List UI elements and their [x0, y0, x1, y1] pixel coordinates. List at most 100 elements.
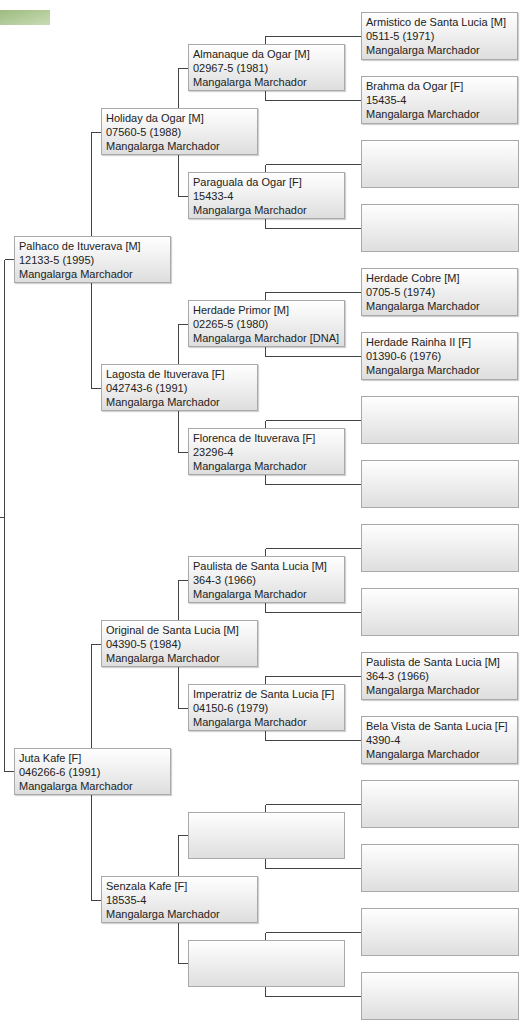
pedigree-connector — [179, 325, 189, 365]
horse-name: Juta Kafe [F] — [19, 751, 166, 765]
registration-number: 0705-5 (1974) — [366, 285, 513, 299]
corner-tab — [0, 10, 50, 25]
breed: Mangalarga Marchador — [366, 43, 513, 57]
registration-number: 02967-5 (1981) — [193, 61, 340, 75]
pedigree-connector — [266, 293, 362, 301]
horse-name: Palhaco de Ituverava [M] — [19, 239, 166, 253]
breed: Mangalarga Marchador — [106, 651, 253, 665]
horse-name: Herdade Rainha II [F] — [366, 335, 513, 349]
breed: Mangalarga Marchador — [106, 907, 253, 921]
registration-number: 07560-5 (1988) — [106, 125, 253, 139]
horse-name: Holiday da Ogar [M] — [106, 111, 253, 125]
empty-box — [189, 813, 345, 859]
registration-number: 04390-5 (1984) — [106, 637, 253, 651]
pedigree-connector — [92, 645, 102, 749]
registration-number: 15433-4 — [193, 189, 340, 203]
pedigree-box: Original de Santa Lucia [M]04390-5 (1984… — [101, 620, 258, 667]
breed: Mangalarga Marchador — [366, 107, 513, 121]
breed: Mangalarga Marchador — [193, 459, 340, 473]
horse-name: Herdade Primor [M] — [193, 303, 340, 317]
pedigree-box: Paulista de Santa Lucia [M]364-3 (1966)M… — [361, 652, 518, 700]
pedigree-box: Senzala Kafe [F]18535-4Mangalarga Marcha… — [101, 876, 258, 923]
pedigree-box: Herdade Cobre [M]0705-5 (1974)Mangalarga… — [361, 268, 518, 316]
empty-box — [362, 525, 519, 572]
registration-number: 364-3 (1966) — [193, 573, 340, 587]
horse-name: Armistico de Santa Lucia [M] — [366, 15, 513, 29]
pedigree-connector — [179, 69, 189, 109]
pedigree-connector — [266, 677, 362, 685]
registration-number: 18535-4 — [106, 893, 253, 907]
pedigree-connector — [179, 581, 189, 621]
pedigree-box: Florenca de Ituverava [F]23296-4Mangalar… — [188, 428, 345, 475]
pedigree-box: Paraguala da Ogar [F]15433-4Mangalarga M… — [188, 172, 345, 219]
registration-number: 4390-4 — [366, 733, 513, 747]
registration-number: 04150-6 (1979) — [193, 701, 340, 715]
empty-box — [362, 141, 519, 188]
registration-number: 0511-5 (1971) — [366, 29, 513, 43]
pedigree-box: Bela Vista de Santa Lucia [F]4390-4Manga… — [361, 716, 518, 764]
breed: Mangalarga Marchador — [366, 747, 513, 761]
breed: Mangalarga Marchador [DNA] — [193, 331, 340, 345]
breed: Mangalarga Marchador — [106, 139, 253, 153]
registration-number: 042743-6 (1991) — [106, 381, 253, 395]
empty-box — [189, 941, 345, 987]
breed: Mangalarga Marchador — [193, 75, 340, 89]
root-lines — [0, 165, 361, 997]
registration-number: 23296-4 — [193, 445, 340, 459]
pedigree-box: Palhaco de Ituverava [M]12133-5 (1995)Ma… — [14, 236, 171, 283]
pedigree-connector — [266, 731, 362, 741]
pedigree-connector — [266, 347, 362, 357]
breed: Mangalarga Marchador — [106, 395, 253, 409]
horse-name: Florenca de Ituverava [F] — [193, 431, 340, 445]
empty-box — [362, 781, 519, 828]
pedigree-box: Armistico de Santa Lucia [M]0511-5 (1971… — [361, 12, 518, 60]
empty-box — [362, 973, 519, 1020]
pedigree-box: Holiday da Ogar [M]07560-5 (1988)Mangala… — [101, 108, 258, 155]
horse-name: Original de Santa Lucia [M] — [106, 623, 253, 637]
empty-box — [362, 589, 519, 636]
pedigree-connector — [92, 133, 102, 237]
breed: Mangalarga Marchador — [366, 683, 513, 697]
registration-number: 02265-5 (1980) — [193, 317, 340, 331]
pedigree-box: Juta Kafe [F]046266-6 (1991)Mangalarga M… — [14, 748, 171, 795]
horse-name: Paulista de Santa Lucia [M] — [193, 559, 340, 573]
empty-box — [362, 205, 519, 252]
pedigree-connector — [266, 37, 362, 45]
horse-name: Senzala Kafe [F] — [106, 879, 253, 893]
horse-name: Bela Vista de Santa Lucia [F] — [366, 719, 513, 733]
pedigree-box: Almanaque da Ogar [M]02967-5 (1981)Manga… — [188, 44, 345, 91]
breed: Mangalarga Marchador — [19, 267, 166, 281]
horse-name: Paraguala da Ogar [F] — [193, 175, 340, 189]
breed: Mangalarga Marchador — [193, 587, 340, 601]
horse-name: Imperatriz de Santa Lucia [F] — [193, 687, 340, 701]
breed: Mangalarga Marchador — [19, 779, 166, 793]
empty-box — [362, 909, 519, 956]
pedigree-box: Imperatriz de Santa Lucia [F]04150-6 (19… — [188, 684, 345, 731]
horse-name: Lagosta de Ituverava [F] — [106, 367, 253, 381]
pedigree-connector — [179, 155, 189, 197]
pedigree-connector — [92, 795, 102, 901]
breed: Mangalarga Marchador — [193, 203, 340, 217]
pedigree-box: Paulista de Santa Lucia [M]364-3 (1966)M… — [188, 556, 345, 603]
horse-name: Paulista de Santa Lucia [M] — [366, 655, 513, 669]
empty-box — [362, 397, 519, 444]
horse-name: Almanaque da Ogar [M] — [193, 47, 340, 61]
empty-box — [362, 461, 519, 508]
breed: Mangalarga Marchador — [366, 299, 513, 313]
registration-number: 15435-4 — [366, 93, 513, 107]
pedigree-connector — [266, 91, 362, 101]
pedigree-box: Herdade Rainha II [F]01390-6 (1976)Manga… — [361, 332, 518, 380]
horse-name: Herdade Cobre [M] — [366, 271, 513, 285]
breed: Mangalarga Marchador — [366, 363, 513, 377]
pedigree-connector — [92, 283, 102, 389]
horse-name: Brahma da Ogar [F] — [366, 79, 513, 93]
pedigree-box: Brahma da Ogar [F]15435-4Mangalarga Marc… — [361, 76, 518, 124]
pedigree-box: Herdade Primor [M]02265-5 (1980)Mangalar… — [188, 300, 345, 347]
empty-box — [362, 845, 519, 892]
registration-number: 046266-6 (1991) — [19, 765, 166, 779]
pedigree-connector — [179, 411, 189, 453]
pedigree-box: Lagosta de Ituverava [F]042743-6 (1991)M… — [101, 364, 258, 411]
